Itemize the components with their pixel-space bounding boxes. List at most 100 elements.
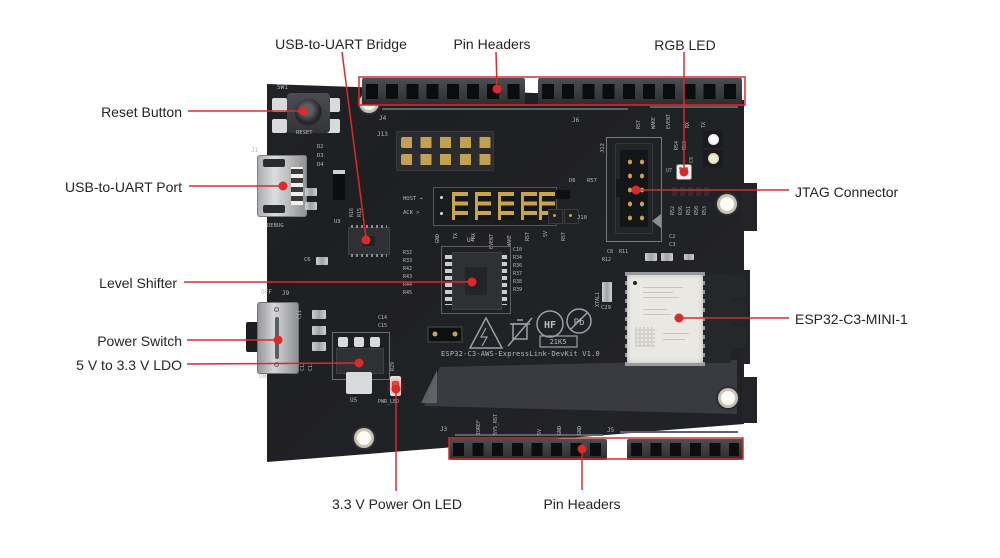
silk-c29: C29	[601, 305, 611, 311]
silk-u5: U5	[350, 397, 358, 404]
silk-c11: C11	[297, 309, 303, 319]
silk-r29: R29	[390, 361, 396, 371]
capacitor	[305, 202, 317, 210]
callout-power-on-led: 3.3 V Power On LED	[332, 496, 462, 512]
two-pin-header	[564, 209, 579, 224]
mounting-hole	[357, 431, 371, 445]
callout-level-shifter: Level Shifter	[99, 275, 177, 291]
callout-reset-button: Reset Button	[101, 104, 182, 120]
usb-uart-bridge-chip	[348, 225, 390, 257]
silk-jumper-pin: RST	[561, 231, 567, 241]
silk-resistor-label: C10	[513, 247, 523, 253]
silk-d4: D4	[317, 162, 324, 168]
silk-resistor-label: R32	[403, 250, 413, 256]
resistor	[688, 187, 693, 196]
chip-pins-right	[500, 255, 507, 305]
jtag-connector-component	[615, 143, 653, 234]
chip-pins-left	[445, 255, 452, 305]
silk-resistor-label: R53	[702, 205, 708, 215]
callout-usb-uart-bridge: USB-to-UART Bridge	[275, 36, 407, 52]
silk-c2: C2	[669, 234, 676, 240]
reset-button-pad	[272, 119, 287, 133]
power-led-component	[390, 376, 401, 396]
power-switch-component	[257, 302, 299, 374]
module-edge-tooth	[730, 276, 746, 298]
callout-power-switch: Power Switch	[97, 333, 182, 349]
silk-sw1: SW1	[277, 84, 288, 91]
silk-off: OFF	[261, 289, 272, 296]
pin-header-top-left	[362, 78, 525, 105]
jumper-block	[433, 187, 557, 226]
ldo-pin	[370, 337, 380, 347]
tx-led-component	[703, 150, 723, 167]
silk-pb-mark: Pb	[574, 318, 585, 328]
silk-pin-label: 5V	[537, 428, 543, 435]
silk-resistor-label: R44	[403, 282, 413, 288]
pin-header-bottom-left	[449, 439, 607, 460]
silk-j3: J3	[440, 426, 448, 433]
callout-ldo: 5 V to 3.3 V LDO	[76, 357, 182, 373]
silk-pin-label: WAKE	[651, 116, 657, 129]
silk-debug: DEBUG	[267, 223, 284, 229]
resistor	[672, 187, 677, 196]
silk-u3: U3	[334, 219, 341, 225]
silk-pin-label: GND	[557, 425, 563, 435]
usb-port-component	[257, 155, 307, 217]
resistor	[680, 187, 685, 196]
silk-pin-label: EVENT	[666, 113, 672, 129]
silk-resistor-label: R36	[678, 205, 684, 215]
silk-j12: J12	[600, 143, 606, 153]
silk-resistor-label: R51	[686, 205, 692, 215]
silk-jumper-pin: GND	[435, 233, 441, 243]
silk-jumper-pin: RST	[525, 231, 531, 241]
silk-reset: RESET	[296, 130, 313, 136]
silk-c12: C12	[300, 361, 306, 371]
resistor	[704, 187, 709, 196]
silk-resistor-label: R52	[670, 205, 676, 215]
capacitor	[316, 257, 328, 265]
capacitor	[312, 326, 326, 335]
silk-r57: R57	[587, 178, 597, 184]
silk-c14: C14	[378, 315, 388, 321]
silk-resistor-label: R33	[403, 258, 413, 264]
ldo-pin	[338, 337, 348, 347]
callout-pin-headers-top: Pin Headers	[453, 36, 531, 52]
silk-ack-label: ACK >	[403, 210, 420, 216]
capacitor	[661, 253, 673, 261]
silk-pin-label: GND	[577, 425, 583, 435]
silk-jumper-pin: TX	[453, 232, 459, 239]
silk-on: ON	[259, 373, 267, 380]
pin-header-bottom-right	[627, 439, 743, 460]
silk-triangle-mark	[652, 214, 661, 228]
silk-c3: C3	[669, 242, 676, 248]
pcb-right-tab-top	[742, 183, 757, 231]
silk-j10: J10	[577, 215, 587, 221]
silk-c9: C9	[689, 156, 695, 163]
mounting-hole	[720, 197, 734, 211]
silk-r15: R15	[357, 207, 363, 217]
callout-rgb-led: RGB LED	[654, 37, 716, 53]
capacitor	[645, 253, 657, 261]
silk-j5: J5	[607, 427, 615, 434]
silk-jumper-pin: 5V	[543, 230, 549, 237]
silk-j6: J6	[572, 117, 580, 124]
silk-host-label: HOST →	[403, 196, 423, 202]
silk-r16: R16	[349, 207, 355, 217]
ldo-pin	[354, 337, 364, 347]
silk-d3: D3	[317, 153, 324, 159]
silk-d2: D2	[317, 144, 324, 150]
resistor	[696, 187, 701, 196]
rx-led-component	[703, 131, 723, 148]
capacitor	[684, 254, 694, 260]
certification-marks: HF Pb 21K5	[427, 308, 592, 349]
silk-u4: U4	[467, 237, 475, 244]
silk-r54: R54	[674, 140, 680, 150]
pcb-right-tab-bottom	[742, 377, 757, 423]
silk-j4: J4	[379, 115, 387, 122]
ldo-component	[336, 348, 384, 374]
ldo-tab	[346, 372, 372, 394]
silk-pin-label: IOREF	[476, 419, 482, 435]
module-pcb-extension	[703, 275, 731, 363]
reset-button-component	[287, 93, 330, 133]
capacitor	[602, 282, 612, 302]
